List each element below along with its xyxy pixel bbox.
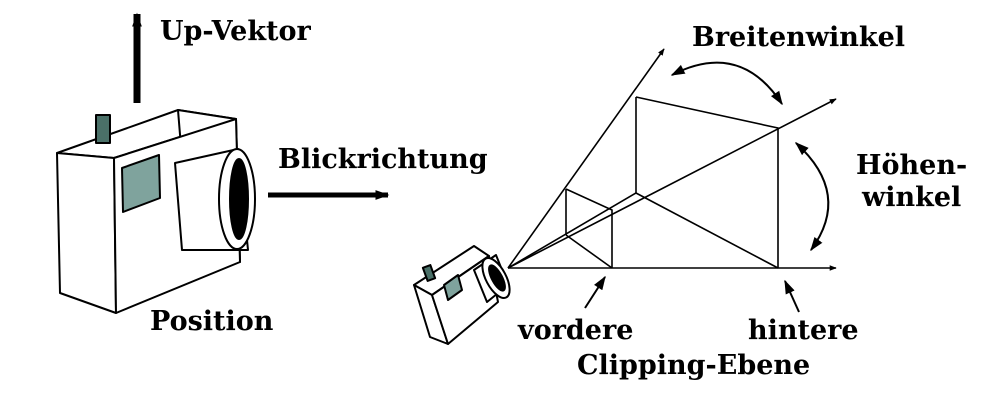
- label-height-angle-line1: Höhen-: [856, 150, 967, 181]
- small-flash-icon: [421, 264, 437, 282]
- flash-icon: [95, 114, 111, 144]
- label-clipping-plane: Clipping-Ebene: [577, 350, 810, 381]
- camera-large: [56, 109, 256, 314]
- viewfinder-icon: [121, 154, 161, 213]
- frustum-ray-top: [507, 48, 665, 269]
- camera-small: [413, 245, 511, 345]
- far-plane-diagonal: [635, 192, 779, 269]
- lens-glass-icon: [229, 158, 249, 240]
- near-clipping-plane: [565, 188, 613, 268]
- small-viewfinder-icon: [443, 274, 463, 301]
- label-far: hintere: [748, 315, 859, 346]
- label-view-direction: Blickrichtung: [278, 144, 488, 175]
- near-plane-diagonal: [565, 234, 613, 269]
- label-width-angle: Breitenwinkel: [692, 22, 905, 53]
- label-near: vordere: [517, 315, 633, 346]
- width-angle-arc-arrow: [670, 61, 783, 106]
- label-up-vector: Up-Vektor: [160, 16, 312, 47]
- label-position: Position: [150, 306, 274, 337]
- view-frustum: [507, 48, 837, 271]
- frustum-ray-center: [507, 192, 637, 269]
- small-lens-glass-icon: [488, 264, 506, 292]
- height-angle-arc-arrow: [794, 142, 830, 252]
- frustum-ray-right: [507, 98, 837, 269]
- label-height-angle-line2: winkel: [861, 182, 961, 213]
- far-clipping-plane: [635, 96, 779, 268]
- camera-front-face: [56, 152, 117, 314]
- near-plane-pointer-arrow: [584, 275, 606, 309]
- far-plane-pointer-arrow: [784, 279, 800, 313]
